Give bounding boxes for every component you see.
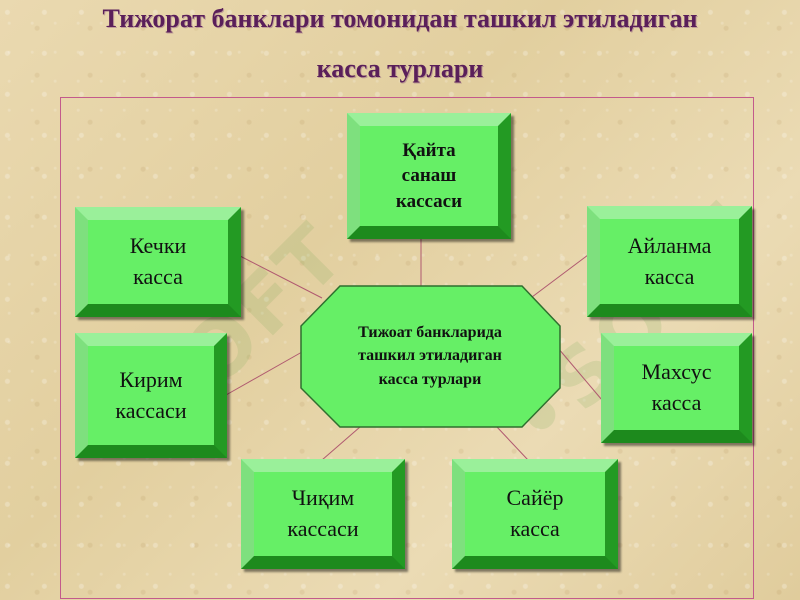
connector-mobile	[496, 426, 529, 461]
node-income-label: Кирим кассаси	[115, 366, 187, 423]
connector-evening	[239, 255, 323, 299]
node-special-cash: Махсус касса	[601, 333, 752, 443]
center-node-text: Тижоат банкларида ташкил этиладиган касс…	[358, 324, 502, 388]
node-recount-cash: Қайта санаш кассаси	[347, 113, 511, 239]
node-expense-label: Чиқим кассаси	[287, 485, 359, 541]
center-octagon	[300, 285, 561, 428]
page-title-line-2: касса турлари	[316, 54, 484, 83]
node-recount-label: Қайта санаш кассаси	[395, 139, 463, 212]
node-evening-label: Кечки касса	[129, 233, 187, 289]
node-mobile-label: Сайёр касса	[506, 485, 564, 541]
node-circulating-cash: Айланма касса	[587, 206, 752, 317]
connector-income	[225, 351, 303, 396]
connector-circulating	[527, 254, 589, 301]
page-title-line-1: Тижорат банклари томонидан ташкил этилад…	[102, 4, 698, 33]
node-income-cash: Кирим кассаси	[75, 333, 227, 458]
connector-special	[557, 347, 603, 401]
node-mobile-cash: Сайёр касса	[452, 459, 618, 569]
node-special-label: Махсус касса	[641, 359, 712, 415]
center-node-label: Тижоат банкларида ташкил этиладиган касс…	[300, 285, 560, 427]
node-expense-cash: Чиқим кассаси	[241, 459, 405, 569]
connector-expense	[321, 426, 361, 461]
node-circulating-label: Айланма касса	[627, 232, 712, 289]
diagram-frame	[60, 97, 754, 599]
node-evening-cash: Кечки касса	[75, 207, 241, 317]
